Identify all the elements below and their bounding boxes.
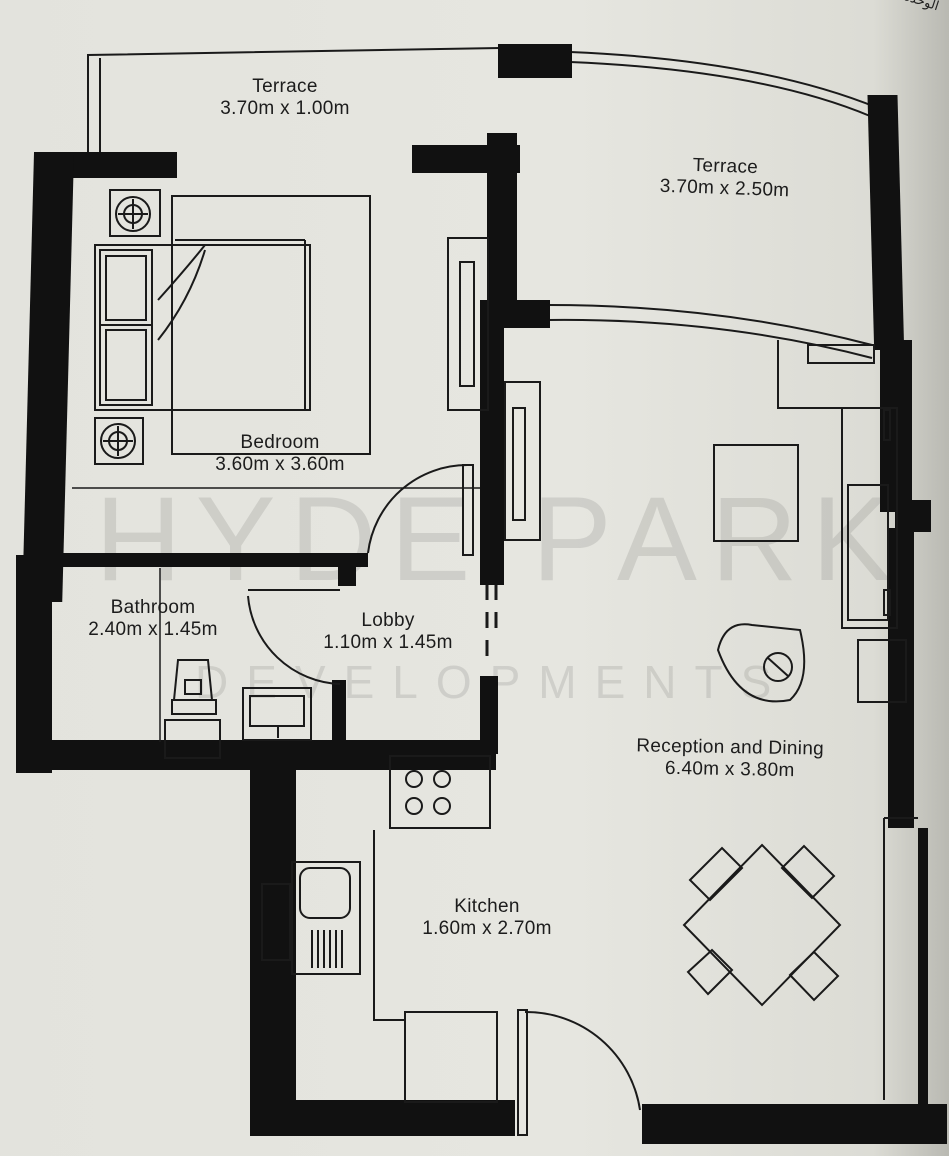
room-name: Bathroom — [110, 597, 196, 618]
kitchen-label: Kitchen 1.60m x 2.70m — [392, 896, 582, 940]
nightstand-lamp-top — [109, 189, 161, 237]
lobby-label: Lobby 1.10m x 1.45m — [298, 610, 478, 654]
bedroom-door — [367, 463, 474, 556]
terrace-small-label: Terrace 3.70m x 1.00m — [200, 76, 370, 120]
reception-label: Reception and Dining 6.40m x 3.80m — [600, 735, 861, 784]
dining-table — [682, 843, 842, 1007]
bedroom-label: Bedroom 3.60m x 3.60m — [190, 432, 370, 476]
room-name: Terrace — [252, 76, 318, 97]
terrace-outline — [87, 47, 879, 359]
room-size: 6.40m x 3.80m — [664, 757, 795, 782]
terrace-large-label: Terrace 3.70m x 2.50m — [639, 153, 810, 203]
room-size: 1.60m x 2.70m — [422, 918, 552, 939]
walls — [16, 44, 947, 1144]
room-size: 3.70m x 1.00m — [220, 98, 350, 119]
room-name: Lobby — [361, 610, 415, 631]
lobby-door — [485, 585, 498, 656]
room-name: Bedroom — [240, 432, 320, 453]
coffee-table — [713, 444, 799, 542]
wardrobe — [447, 237, 541, 541]
bed — [94, 195, 371, 455]
room-size: 3.60m x 3.60m — [215, 454, 345, 475]
room-size: 1.10m x 1.45m — [323, 632, 453, 653]
bathroom-label: Bathroom 2.40m x 1.45m — [58, 597, 248, 641]
kitchen-fixtures — [261, 755, 498, 1103]
entrance-door — [517, 817, 918, 1136]
room-name: Kitchen — [454, 896, 520, 917]
room-size: 2.40m x 1.45m — [88, 619, 218, 640]
armchair — [716, 623, 806, 703]
room-name: Reception and Dining — [636, 735, 825, 760]
sink-drainboard — [311, 930, 343, 968]
tv-unit — [777, 340, 907, 703]
bathroom-fixtures — [164, 589, 341, 759]
nightstand-lamp-bottom — [94, 417, 144, 465]
